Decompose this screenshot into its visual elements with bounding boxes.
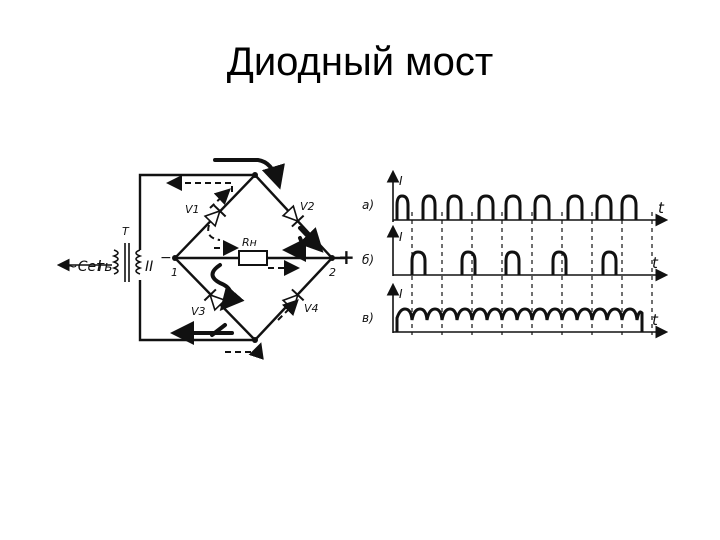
panel-a-axis-i: I bbox=[399, 174, 403, 188]
secondary-winding-label: II bbox=[145, 259, 153, 275]
diode-v1-icon bbox=[203, 204, 227, 228]
source-label: ~Сеть bbox=[66, 259, 113, 275]
waveforms: а) I t б) I t в) I t bbox=[362, 169, 669, 339]
slide-title: Диодный мост bbox=[226, 40, 494, 84]
panel-c-axis-i: I bbox=[399, 287, 403, 301]
panel-b-axis-i: I bbox=[399, 230, 403, 244]
panel-b-label: б) bbox=[362, 253, 374, 267]
panel-c-axis-t: t bbox=[652, 311, 659, 329]
plus-sign: + bbox=[338, 245, 355, 269]
top-wire bbox=[138, 173, 255, 250]
waveform-panel-b: б) I t bbox=[362, 224, 669, 282]
panel-a-axis-t: t bbox=[658, 199, 665, 217]
transformer-label: T bbox=[122, 225, 130, 238]
panel-a-label: а) bbox=[362, 198, 374, 212]
diode-v4-label: V4 bbox=[304, 302, 319, 315]
load-resistor bbox=[238, 250, 268, 266]
primary-winding-label: I bbox=[97, 257, 102, 275]
diode-v2-icon bbox=[281, 204, 305, 228]
diode-v3-label: V3 bbox=[191, 305, 206, 318]
waveform-panel-c: в) I t bbox=[362, 282, 669, 339]
bridge-circuit: ~Сеть I T II Rн 1 2 − + bbox=[56, 158, 355, 360]
transformer: T II bbox=[111, 225, 153, 282]
bottom-wire bbox=[138, 280, 255, 342]
minus-sign: − bbox=[160, 250, 172, 266]
load-label: Rн bbox=[242, 236, 257, 249]
panel-b-axis-t: t bbox=[652, 254, 659, 272]
panel-c-label: в) bbox=[362, 311, 374, 325]
current-path-solid bbox=[170, 158, 324, 345]
waveform-panel-a: а) I t bbox=[362, 169, 669, 227]
node-1-label: 1 bbox=[171, 266, 178, 279]
diode-v2-label: V2 bbox=[300, 200, 315, 213]
node-2-label: 2 bbox=[329, 266, 336, 279]
current-path-dashed bbox=[166, 175, 300, 360]
diode-v1-label: V1 bbox=[185, 203, 200, 216]
